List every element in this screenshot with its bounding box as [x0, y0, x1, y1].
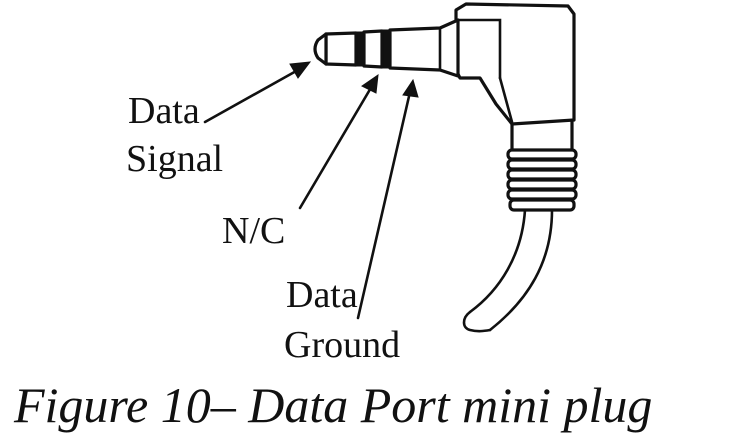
plug-cable	[462, 208, 554, 333]
plug-tip	[313, 31, 358, 67]
pointer-arrows	[203, 61, 419, 320]
strain-relief	[506, 114, 578, 212]
plug-sleeve	[388, 18, 460, 78]
figure-caption: Figure 10– Data Port mini plug	[14, 377, 653, 433]
plug-body	[454, 2, 576, 126]
plug-rings	[355, 29, 391, 69]
label-data-ground-line2: Ground	[284, 324, 401, 366]
label-nc: N/C	[222, 210, 286, 252]
label-data-signal-line1: Data	[128, 90, 200, 132]
label-data-ground-line1: Data	[286, 274, 358, 316]
label-data-signal-line2: Signal	[126, 138, 224, 180]
